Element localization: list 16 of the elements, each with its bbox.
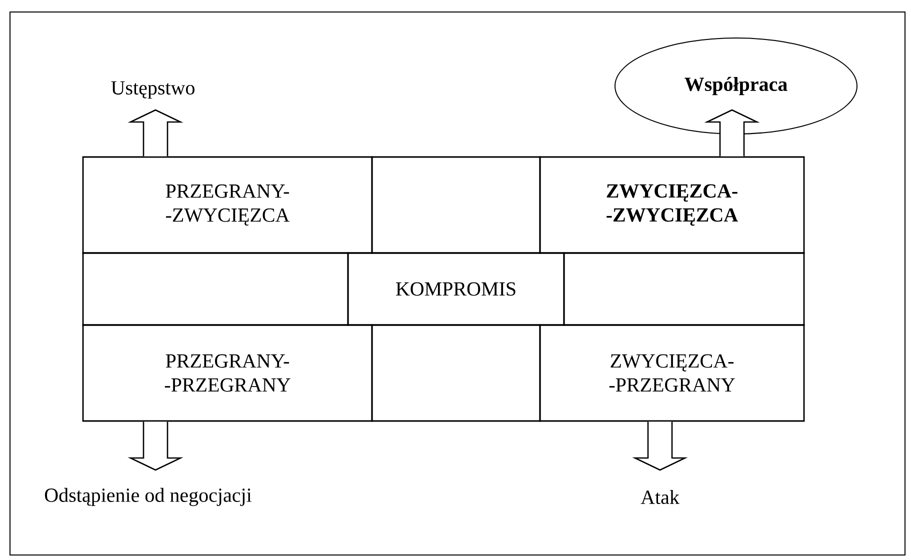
grid-cell: ZWYCIĘZCA- -ZWYCIĘZCA bbox=[539, 156, 805, 254]
block-arrow bbox=[128, 109, 184, 157]
outcome-label: Ustępstwo bbox=[111, 81, 194, 99]
grid-cell bbox=[371, 324, 541, 422]
grid-cell: KOMPROMIS bbox=[347, 252, 565, 326]
outcome-label: Odstąpienie od negocjacji bbox=[44, 488, 252, 506]
grid-cell bbox=[563, 252, 805, 326]
grid-cell bbox=[82, 252, 349, 326]
outcome-label: Atak bbox=[640, 490, 680, 504]
block-arrow bbox=[128, 421, 184, 471]
block-arrow bbox=[632, 421, 688, 471]
grid-cell: PRZEGRANY- -ZWYCIĘZCA bbox=[82, 156, 373, 254]
block-arrow bbox=[704, 109, 760, 157]
grid-cell: PRZEGRANY- -PRZEGRANY bbox=[82, 324, 373, 422]
grid-cell: ZWYCIĘZCA- -PRZEGRANY bbox=[539, 324, 805, 422]
grid-cell bbox=[371, 156, 541, 254]
